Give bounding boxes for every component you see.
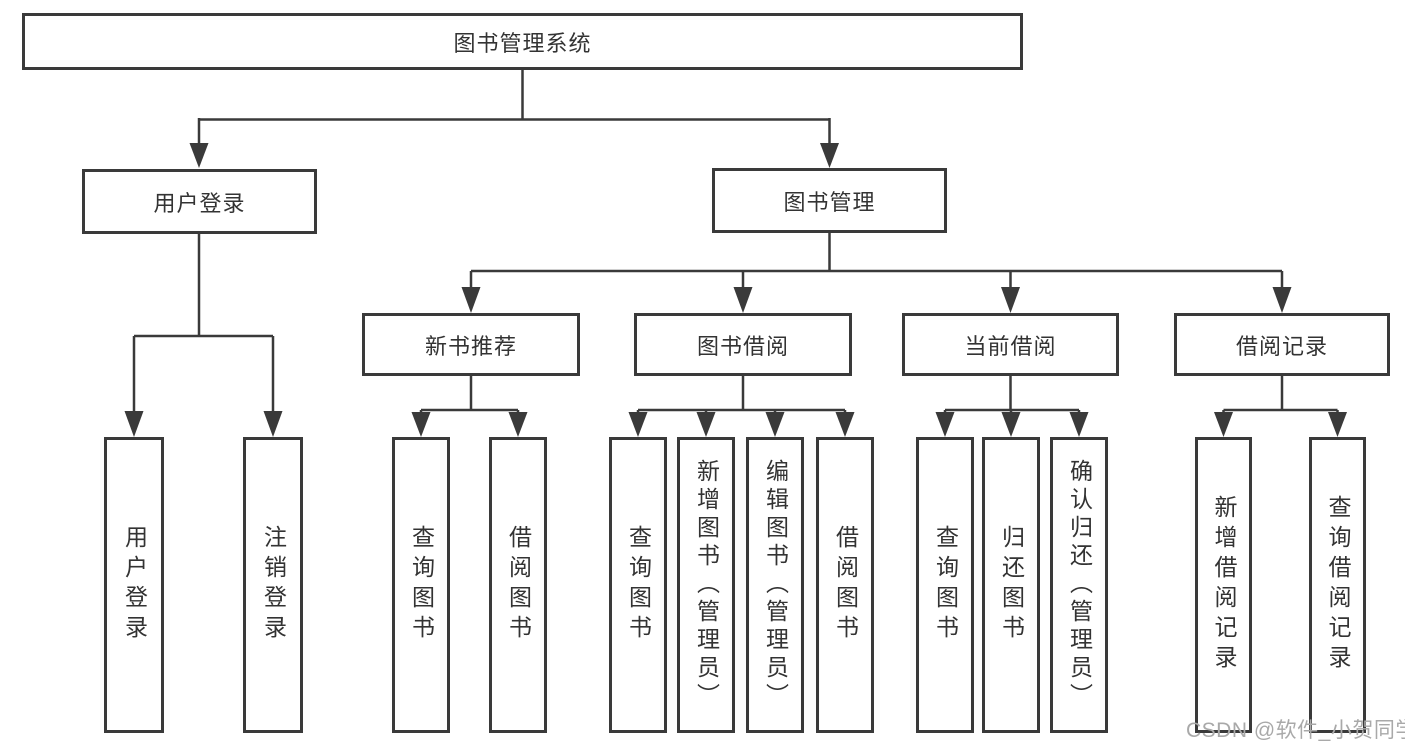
node-new-book-recommend: 新书推荐 (362, 313, 580, 376)
leaf-query-books-current: 查询图书 (916, 437, 974, 733)
arrowhead-new-book-recommend (461, 287, 481, 313)
leaf-add-borrow-record-label: 新增借阅记录 (1211, 495, 1237, 675)
leaf-user-login-label: 用户登录 (121, 525, 148, 645)
leaf-confirm-return-admin-label: 确认归还（管理员） (1066, 459, 1093, 711)
leaf-borrow-books-recommend: 借阅图书 (489, 437, 547, 733)
leaf-query-books-current-label: 查询图书 (932, 525, 959, 645)
leaf-user-login: 用户登录 (104, 437, 164, 733)
node-book-management: 图书管理 (712, 168, 947, 233)
arrowhead-leaf-logout-login (263, 411, 283, 437)
connector-book-management-branch (469, 233, 1284, 289)
leaf-query-books-borrow: 查询图书 (609, 437, 667, 733)
node-borrow-records: 借阅记录 (1174, 313, 1390, 376)
arrowhead-user-login (189, 143, 209, 168)
arrowhead-book-management (820, 143, 839, 168)
node-book-management-label: 图书管理 (783, 189, 876, 215)
arrowhead-leaf-borrow-books-borrow (835, 412, 855, 437)
leaf-borrow-books-borrow: 借阅图书 (816, 437, 874, 733)
node-new-book-recommend-label: 新书推荐 (424, 333, 517, 359)
connector-root-to-level2 (197, 70, 831, 144)
arrowhead-leaf-query-books-borrow (628, 412, 648, 437)
node-user-login-label: 用户登录 (153, 190, 246, 216)
leaf-add-book-admin-label: 新增图书（管理员） (693, 459, 720, 711)
leaf-query-borrow-record: 查询借阅记录 (1309, 437, 1366, 733)
leaf-query-books-recommend: 查询图书 (392, 437, 450, 733)
leaf-add-book-admin: 新增图书（管理员） (677, 437, 735, 733)
arrowhead-leaf-borrow-books-recommend (508, 412, 528, 437)
connector-current-borrow-branch (943, 376, 1081, 414)
node-book-borrow: 图书借阅 (634, 313, 852, 376)
node-current-borrow: 当前借阅 (902, 313, 1119, 376)
leaf-add-borrow-record: 新增借阅记录 (1195, 437, 1252, 733)
leaf-borrow-books-recommend-label: 借阅图书 (505, 525, 532, 645)
arrowhead-leaf-add-book-admin (696, 412, 716, 437)
leaf-edit-book-admin: 编辑图书（管理员） (746, 437, 804, 733)
leaf-borrow-books-borrow-label: 借阅图书 (832, 525, 859, 645)
node-root-label: 图书管理系统 (453, 30, 592, 56)
arrowhead-leaf-return-book (1001, 412, 1021, 437)
arrowhead-leaf-query-books-recommend (411, 412, 431, 437)
arrowhead-leaf-user-login (124, 411, 144, 437)
connector-user-login-branch (132, 234, 275, 412)
node-root: 图书管理系统 (22, 13, 1023, 70)
leaf-return-book: 归还图书 (982, 437, 1040, 733)
arrowhead-leaf-query-borrow-record (1328, 412, 1347, 437)
connector-borrow-records-branch (1222, 376, 1339, 414)
node-borrow-records-label: 借阅记录 (1235, 333, 1328, 359)
connector-new-book-recommend-branch (419, 376, 520, 414)
node-book-borrow-label: 图书借阅 (696, 333, 789, 359)
arrowhead-current-borrow (1001, 287, 1020, 313)
arrowhead-book-borrow (733, 287, 753, 313)
leaf-query-books-recommend-label: 查询图书 (408, 525, 435, 645)
leaf-logout-login-label: 注销登录 (260, 525, 287, 645)
leaf-logout-login: 注销登录 (243, 437, 303, 733)
arrowhead-leaf-query-books-current (935, 412, 955, 437)
arrowhead-borrow-records (1272, 287, 1292, 313)
watermark: CSDN @软件_小贺同学 (1186, 719, 1405, 742)
arrowhead-leaf-edit-book-admin (765, 412, 785, 437)
leaf-query-books-borrow-label: 查询图书 (625, 525, 652, 645)
node-user-login: 用户登录 (82, 169, 317, 234)
arrowhead-leaf-add-borrow-record (1214, 412, 1233, 437)
leaf-confirm-return-admin: 确认归还（管理员） (1050, 437, 1108, 733)
leaf-query-borrow-record-label: 查询借阅记录 (1325, 495, 1351, 675)
connector-book-borrow-branch (636, 376, 847, 414)
node-current-borrow-label: 当前借阅 (964, 333, 1057, 359)
leaf-return-book-label: 归还图书 (998, 525, 1025, 645)
arrowhead-leaf-confirm-return-admin (1069, 412, 1089, 437)
leaf-edit-book-admin-label: 编辑图书（管理员） (762, 459, 789, 711)
